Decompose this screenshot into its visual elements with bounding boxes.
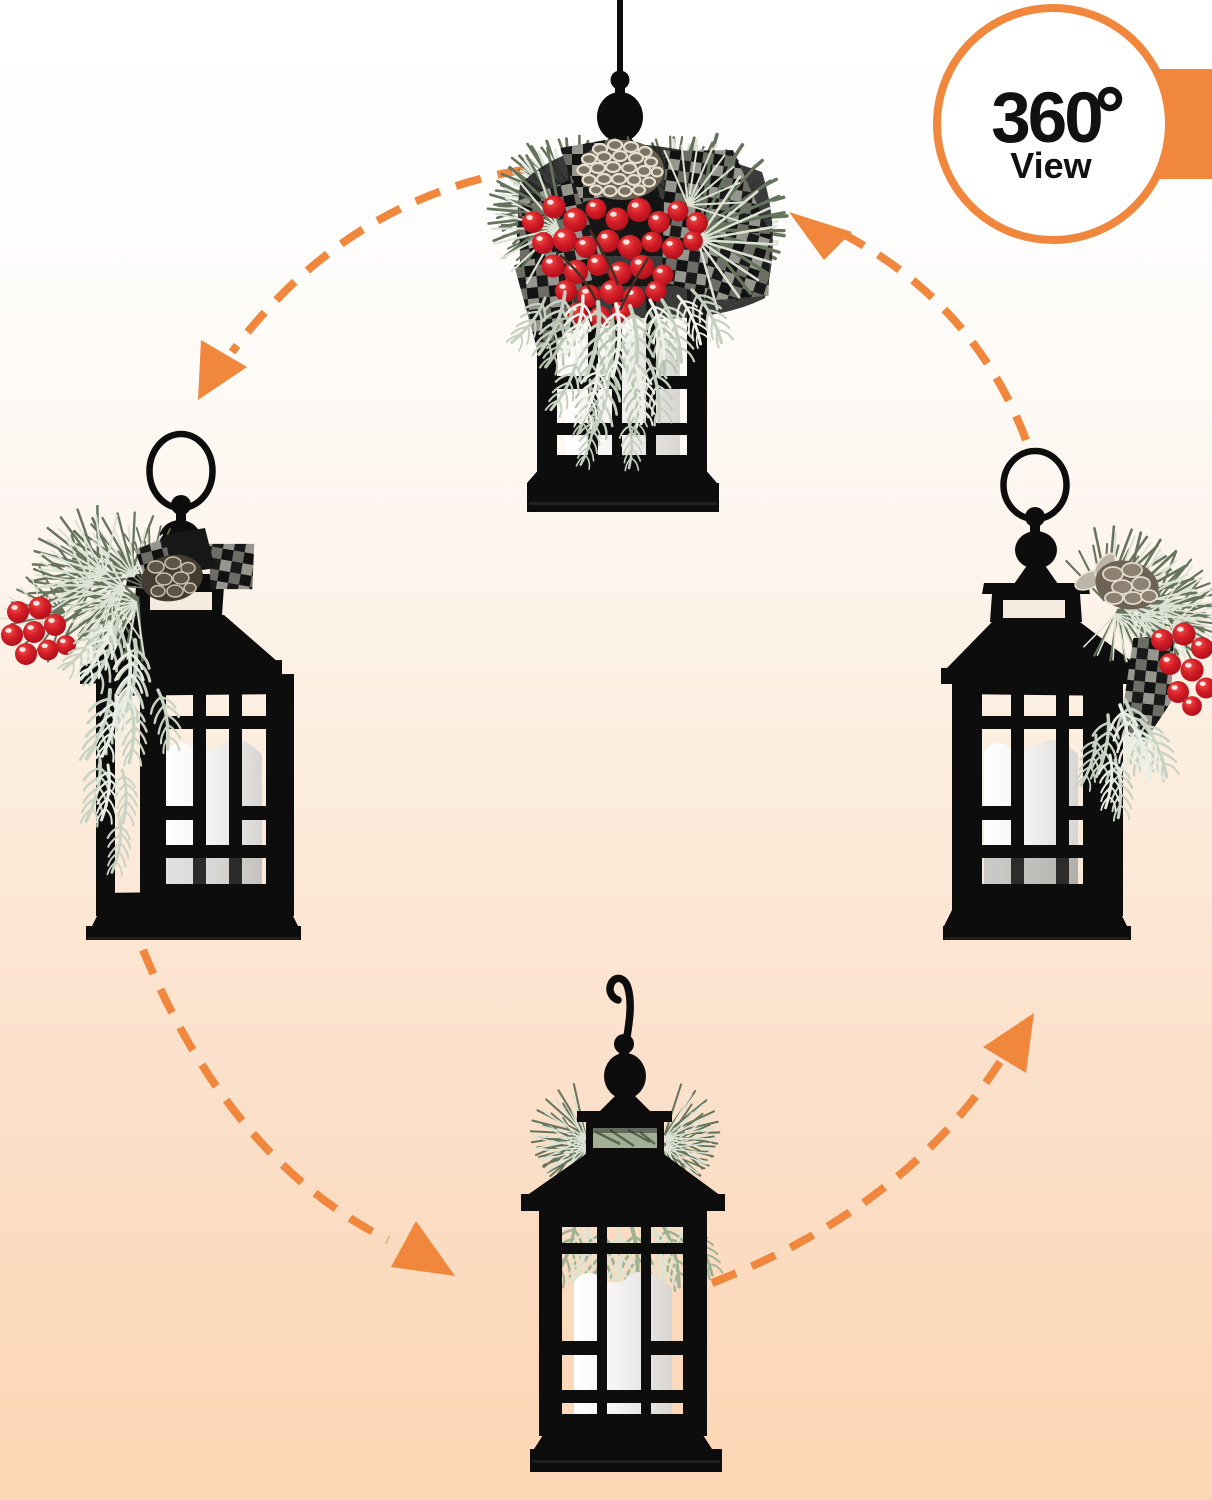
svg-text:View: View xyxy=(1010,145,1092,186)
svg-text:360: 360 xyxy=(991,79,1101,158)
